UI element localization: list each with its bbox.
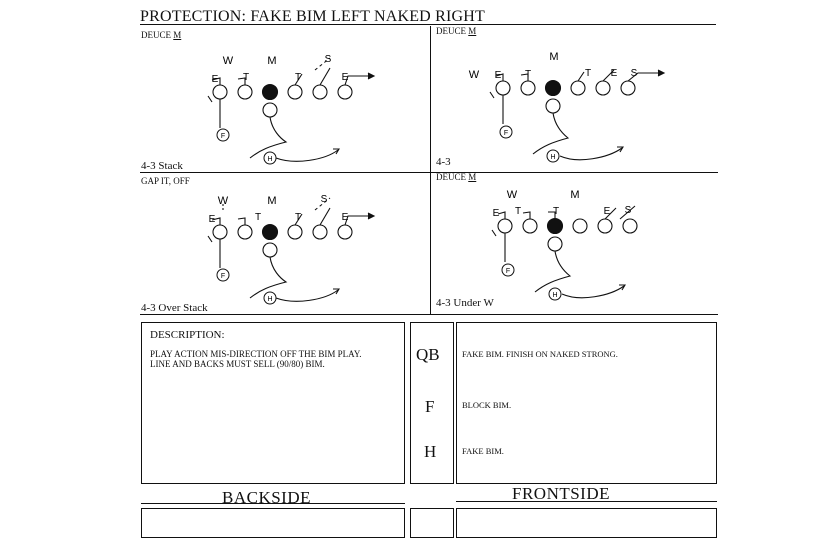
frontside-box: [456, 508, 717, 538]
assignment-qb: FAKE BIM. FINISH ON NAKED STRONG.: [462, 349, 618, 359]
defender-label: S: [631, 68, 638, 79]
defender-label: T: [515, 206, 521, 217]
diagram-1-defense-label: 4-3 Stack: [141, 160, 183, 172]
defender-label: M: [570, 189, 579, 201]
quarterback: [262, 102, 278, 118]
backside-box: [141, 508, 405, 538]
defender-label: E: [604, 206, 611, 217]
fullback-marker: [216, 128, 230, 142]
defender-label: M: [267, 195, 276, 207]
diagram-bottom-rule: [140, 314, 718, 315]
defender-label: T: [255, 212, 261, 223]
fullback-label: F: [506, 268, 510, 275]
position-qb: QB: [416, 345, 440, 364]
defender-label: S: [625, 205, 632, 216]
footer-position-box: [410, 508, 454, 538]
backside-heading: BACKSIDE: [222, 488, 312, 507]
page-title: PROTECTION: FAKE BIM LEFT NAKED RIGHT: [140, 8, 486, 25]
defender-label: W: [469, 69, 480, 81]
assignment-box: [456, 322, 717, 484]
defender-label: S: [321, 194, 328, 205]
defender-label: T: [295, 72, 301, 83]
diagram-4-defense-label: 4-3 Under W: [436, 297, 494, 309]
position-h: H: [424, 442, 437, 461]
defender-label: E: [342, 212, 349, 223]
defender-label: E: [611, 68, 618, 79]
play-diagram-2: F H M W E T T E S: [469, 51, 666, 163]
description-heading: DESCRIPTION:: [150, 329, 225, 341]
frontside-rule: [456, 501, 717, 502]
position-f: F: [425, 397, 435, 416]
play-diagram-3: F H W M S E T T E: [207, 194, 376, 305]
lineman: [212, 84, 228, 100]
play-diagram-1: F H W M S E T T E: [207, 54, 376, 165]
title-rule: [140, 24, 716, 25]
backside-rule: [141, 503, 405, 504]
diagram-2-top-label: DEUCE M: [436, 26, 477, 36]
lineman: [287, 84, 303, 100]
halfback-label: H: [267, 156, 272, 163]
defender-label: S: [325, 54, 332, 65]
lineman: [237, 84, 253, 100]
diagram-3-top-label: GAP IT, OFF: [141, 176, 190, 186]
halfback-marker: [263, 151, 277, 165]
fullback-label: F: [221, 133, 225, 140]
center: [261, 83, 279, 101]
defender-label: T: [525, 69, 531, 80]
quadrant-divider-vertical: [430, 26, 431, 314]
halfback-label: H: [550, 154, 555, 161]
defender-label: T: [585, 68, 591, 79]
lineman: [337, 84, 353, 100]
assignment-h: FAKE BIM.: [462, 446, 504, 456]
fullback-label: F: [504, 130, 508, 137]
defender-label: E: [342, 72, 349, 83]
diagram-2-defense-label: 4-3: [436, 156, 451, 168]
lineman: [312, 84, 328, 100]
description-line-2: LINE AND BACKS MUST SELL (90/80) BIM.: [150, 359, 325, 369]
halfback-label: H: [267, 296, 272, 303]
quadrant-divider-horizontal: [140, 172, 718, 173]
halfback-label: H: [552, 292, 557, 299]
defender-label: W: [223, 55, 234, 67]
fullback-label: F: [221, 273, 225, 280]
play-diagram-4: F H W M E T T E S: [491, 189, 638, 301]
defender-label: T: [243, 72, 249, 83]
defender-label: E: [209, 214, 216, 225]
defender-label: T: [295, 212, 301, 223]
diagram-1-top-label: DEUCE M: [141, 30, 182, 40]
defender-label: E: [212, 74, 219, 85]
defender-label: W: [507, 189, 518, 201]
diagram-4-top-label: DEUCE M: [436, 172, 477, 182]
position-column: [410, 322, 454, 484]
defender-label: E: [493, 208, 500, 219]
defender-label: E: [495, 70, 502, 81]
frontside-heading: FRONTSIDE: [512, 484, 611, 503]
defender-label: W: [218, 195, 229, 207]
defender-label: M: [549, 51, 558, 63]
defender-label: T: [553, 206, 559, 217]
description-box: DESCRIPTION: PLAY ACTION MIS-DIRECTION O…: [141, 322, 405, 484]
description-line-1: PLAY ACTION MIS-DIRECTION OFF THE BIM PL…: [150, 349, 362, 359]
diagram-3-defense-label: 4-3 Over Stack: [141, 302, 208, 314]
defender-label: M: [267, 55, 276, 67]
assignment-f: BLOCK BIM.: [462, 400, 512, 410]
